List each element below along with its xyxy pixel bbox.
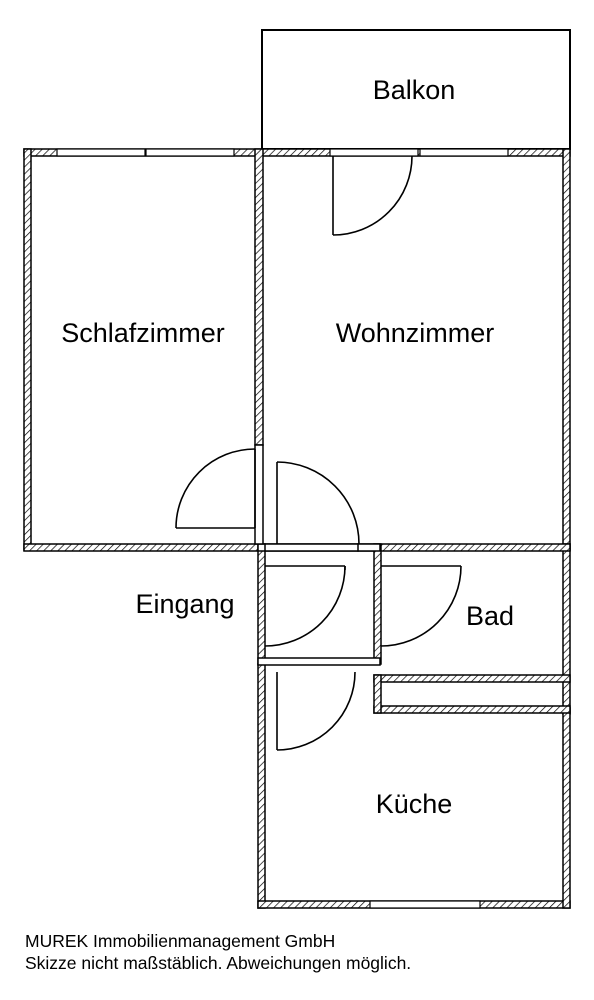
living-room-door — [276, 461, 360, 545]
doors — [175, 155, 462, 751]
bath-door — [380, 565, 462, 647]
footer: MUREK Immobilienmanagement GmbH Skizze n… — [25, 930, 411, 974]
room-label-bad: Bad — [466, 601, 514, 631]
room-label-kueche: Küche — [376, 789, 453, 819]
footer-disclaimer: Skizze nicht maßstäblich. Abweichungen m… — [25, 953, 412, 973]
entry-door — [264, 565, 346, 647]
bedroom-door — [175, 448, 256, 529]
room-label-balkon: Balkon — [373, 75, 456, 105]
room-label-wohnzimmer: Wohnzimmer — [336, 318, 495, 348]
interior-walls — [254, 148, 571, 714]
outer-walls — [23, 148, 571, 909]
floor-plan: Balkon Schlafzimmer Wohnzimmer Eingang B… — [23, 29, 571, 909]
door-frames — [254, 444, 381, 666]
kitchen-door — [276, 671, 356, 751]
room-label-schlafzimmer: Schlafzimmer — [61, 318, 225, 348]
room-label-eingang: Eingang — [135, 589, 234, 619]
footer-company: MUREK Immobilienmanagement GmbH — [25, 931, 336, 951]
windows — [56, 148, 509, 909]
balcony-door — [332, 155, 413, 236]
